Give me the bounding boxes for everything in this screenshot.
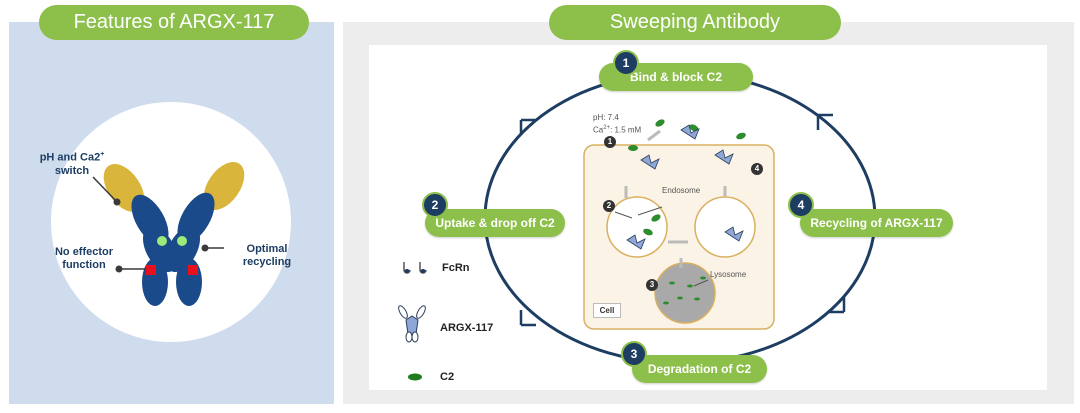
step-2-badge: 2: [422, 192, 448, 218]
step-3-pill: Degradation of C2: [632, 355, 767, 383]
endosome-right: [694, 196, 756, 258]
fab-tip-right: [203, 162, 245, 210]
cell-label: Cell: [593, 303, 621, 318]
antibody-backdrop: [51, 102, 291, 342]
ph-switch-label: pH and Ca2+ switch: [39, 151, 105, 177]
step-4-pill: Recycling of ARGX-117: [800, 209, 953, 237]
hinge-right: [188, 265, 198, 275]
cell-marker-3: 3: [646, 279, 658, 291]
fcrn-icon: [403, 262, 427, 274]
corner-arrow-bl: [519, 310, 536, 327]
endosome-label: Endosome: [662, 186, 701, 195]
step-2-pill: Uptake & drop off C2: [425, 209, 565, 237]
step-4-badge: 4: [788, 192, 814, 218]
hinge-left: [146, 265, 156, 275]
no-effector-label: No effector function: [54, 246, 114, 271]
step-1-badge: 1: [613, 50, 639, 76]
cell-marker-2: 2: [603, 200, 615, 212]
calcium-readout: Ca2+: 1.5 mM: [593, 125, 642, 135]
c2-icon: [408, 373, 422, 381]
legend-fcrn: FcRn: [442, 262, 470, 274]
cell-marker-4: 4: [751, 163, 763, 175]
features-title: Features of ARGX-117: [39, 5, 309, 40]
corner-arrow-tr: [816, 113, 833, 130]
ph-readout: pH: 7.4: [593, 113, 619, 122]
switch-dot-left: [157, 236, 167, 246]
lysosome: [654, 262, 716, 324]
corner-arrow-br: [829, 297, 846, 314]
legend-c2: C2: [440, 371, 455, 383]
antibody-icon: [398, 305, 426, 343]
optimal-recycling-label: Optimal recycling: [242, 243, 292, 268]
switch-dot-right: [177, 236, 187, 246]
corner-arrow-tl: [519, 118, 536, 135]
cell-marker-1: 1: [604, 136, 616, 148]
legend-argx117: ARGX-117: [440, 322, 494, 334]
lysosome-label: Lysosome: [710, 270, 747, 279]
endosome-left: [606, 196, 668, 258]
step-3-badge: 3: [621, 341, 647, 367]
sweeping-title: Sweeping Antibody: [549, 5, 841, 40]
